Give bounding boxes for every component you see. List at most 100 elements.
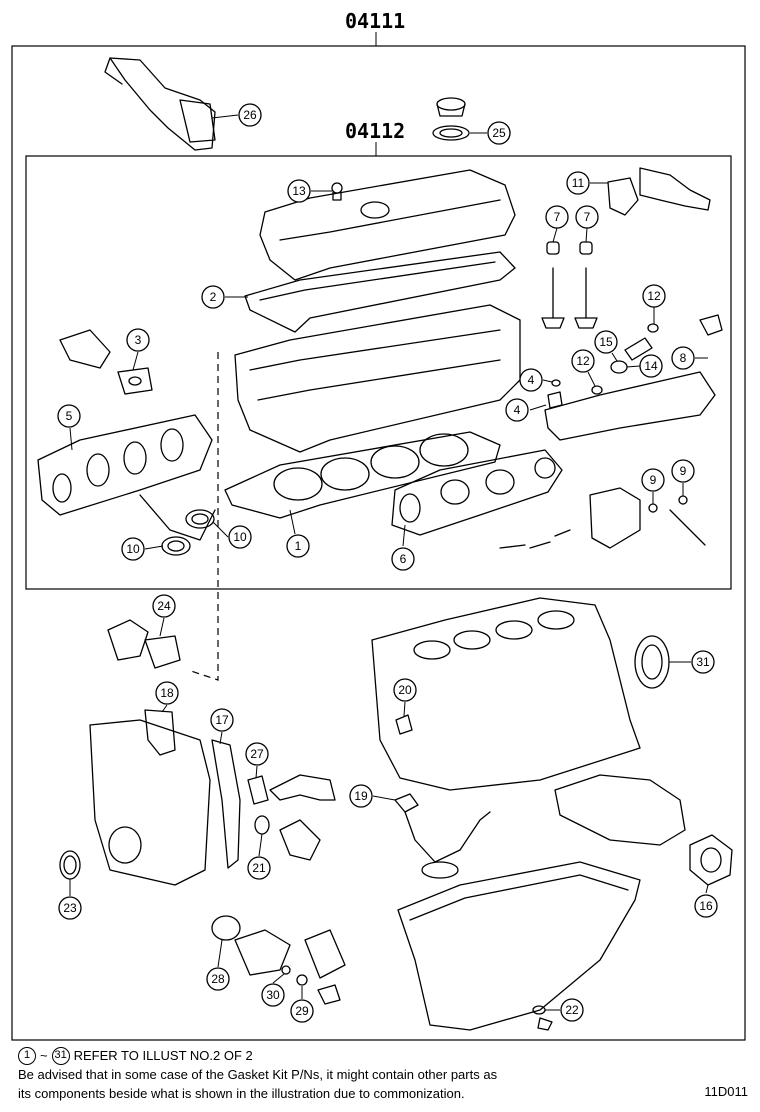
part-water-bypass bbox=[607, 167, 711, 216]
part-valve-stem-seals bbox=[541, 241, 598, 329]
part-crankshaft-rear-seal bbox=[634, 635, 670, 689]
svg-text:10: 10 bbox=[126, 542, 140, 556]
callout-14: 14 bbox=[639, 354, 663, 378]
part-intake-pipe-gaskets bbox=[544, 314, 723, 441]
callout-4-lower: 4 bbox=[505, 398, 529, 422]
callout-10-left: 10 bbox=[121, 537, 145, 561]
callout-19: 19 bbox=[349, 784, 373, 808]
svg-text:20: 20 bbox=[398, 683, 412, 697]
callout-7-right: 7 bbox=[575, 205, 599, 229]
part-cylinder-head-cover bbox=[259, 169, 516, 281]
callout-21: 21 bbox=[247, 856, 271, 880]
svg-text:27: 27 bbox=[250, 747, 264, 761]
callout-27: 27 bbox=[245, 742, 269, 766]
svg-text:19: 19 bbox=[354, 789, 368, 803]
callout-31: 31 bbox=[691, 650, 715, 674]
callout-5: 5 bbox=[57, 404, 81, 428]
callout-1: 1 bbox=[286, 534, 310, 558]
part-intake-manifold-gasket bbox=[37, 414, 216, 541]
part-cylinder-head-gasket bbox=[224, 431, 501, 519]
kit-boundary-dashed-line bbox=[187, 352, 219, 681]
refer-note: 1 ~ 31 REFER TO ILLUST NO.2 OF 2 bbox=[18, 1046, 748, 1065]
part-cylinder-head bbox=[234, 304, 521, 453]
svg-text:3: 3 bbox=[135, 333, 142, 347]
inner-kit-frame bbox=[25, 155, 732, 590]
callout-7-left: 7 bbox=[545, 205, 569, 229]
callout-4-upper: 4 bbox=[519, 368, 543, 392]
svg-text:26: 26 bbox=[243, 108, 257, 122]
svg-text:31: 31 bbox=[696, 655, 710, 669]
svg-text:8: 8 bbox=[680, 351, 687, 365]
part-water-pump-gaskets bbox=[247, 774, 336, 861]
callout-18: 18 bbox=[155, 681, 179, 705]
callout-24: 24 bbox=[152, 594, 176, 618]
range-separator: ~ bbox=[40, 1048, 48, 1063]
callout-16: 16 bbox=[694, 894, 718, 918]
callout-9-left: 9 bbox=[641, 468, 665, 492]
callout-2: 2 bbox=[201, 285, 225, 309]
svg-text:29: 29 bbox=[295, 1004, 309, 1018]
refer-text: REFER TO ILLUST NO.2 OF 2 bbox=[73, 1048, 253, 1063]
svg-text:15: 15 bbox=[599, 335, 613, 349]
svg-text:25: 25 bbox=[492, 126, 506, 140]
svg-text:28: 28 bbox=[211, 972, 225, 986]
callout-3: 3 bbox=[126, 328, 150, 352]
svg-text:7: 7 bbox=[584, 210, 591, 224]
range-start-callout: 1 bbox=[18, 1046, 36, 1065]
callout-26: 26 bbox=[238, 103, 262, 127]
svg-text:23: 23 bbox=[63, 901, 77, 915]
svg-text:17: 17 bbox=[215, 713, 229, 727]
callout-8: 8 bbox=[671, 346, 695, 370]
callout-28: 28 bbox=[206, 967, 230, 991]
callout-12-lower: 12 bbox=[571, 349, 595, 373]
svg-text:21: 21 bbox=[252, 861, 266, 875]
callout-20: 20 bbox=[393, 678, 417, 702]
part-water-outlet bbox=[104, 57, 216, 151]
callout-leaders bbox=[69, 114, 709, 1011]
range-end-callout: 31 bbox=[51, 1046, 70, 1065]
svg-text:22: 22 bbox=[565, 1003, 579, 1017]
kit-label-04111: 04111 bbox=[345, 9, 405, 33]
callout-22: 22 bbox=[560, 998, 584, 1022]
part-oil-filler-cap bbox=[432, 97, 470, 141]
svg-text:16: 16 bbox=[699, 899, 713, 913]
callout-17: 17 bbox=[210, 708, 234, 732]
callout-9-right: 9 bbox=[671, 459, 695, 483]
advisory-line-2: its components beside what is shown in t… bbox=[18, 1086, 465, 1101]
svg-text:30: 30 bbox=[266, 988, 280, 1002]
svg-text:9: 9 bbox=[650, 473, 657, 487]
part-oil-pan bbox=[397, 861, 641, 1031]
svg-text:24: 24 bbox=[157, 599, 171, 613]
part-exhaust-pipe-gaskets bbox=[161, 509, 215, 556]
part-oil-strainer bbox=[394, 793, 491, 879]
diagram-footer: 1 ~ 31 REFER TO ILLUST NO.2 OF 2 Be advi… bbox=[18, 1046, 748, 1103]
part-egr-valve-gaskets bbox=[499, 487, 706, 549]
callout-6: 6 bbox=[391, 547, 415, 571]
svg-text:10: 10 bbox=[233, 530, 247, 544]
part-timing-cover bbox=[89, 709, 211, 886]
part-sensor-gasket bbox=[59, 329, 153, 395]
callout-11: 11 bbox=[566, 171, 590, 195]
callout-23: 23 bbox=[58, 896, 82, 920]
advisory-line-1: Be advised that in some case of the Gask… bbox=[18, 1067, 498, 1082]
callout-12-upper: 12 bbox=[642, 284, 666, 308]
callout-10-right: 10 bbox=[228, 525, 252, 549]
part-water-inlet-gasket bbox=[107, 619, 181, 669]
svg-text:1: 1 bbox=[295, 539, 302, 553]
drawing-code: 11D011 bbox=[704, 1084, 748, 1099]
part-oil-filter-bracket bbox=[211, 915, 346, 1005]
outer-kit-frame bbox=[11, 45, 746, 1041]
svg-text:4: 4 bbox=[514, 403, 521, 417]
part-cylinder-block bbox=[371, 597, 641, 791]
part-oil-jet bbox=[395, 714, 413, 735]
part-bolt-13 bbox=[331, 182, 343, 201]
svg-text:6: 6 bbox=[400, 552, 407, 566]
part-crankshaft-front-seal bbox=[59, 850, 81, 880]
svg-text:11: 11 bbox=[572, 176, 585, 190]
svg-text:9: 9 bbox=[680, 464, 687, 478]
callout-29: 29 bbox=[290, 999, 314, 1023]
svg-text:7: 7 bbox=[554, 210, 561, 224]
svg-text:12: 12 bbox=[647, 289, 661, 303]
svg-text:2: 2 bbox=[210, 290, 217, 304]
